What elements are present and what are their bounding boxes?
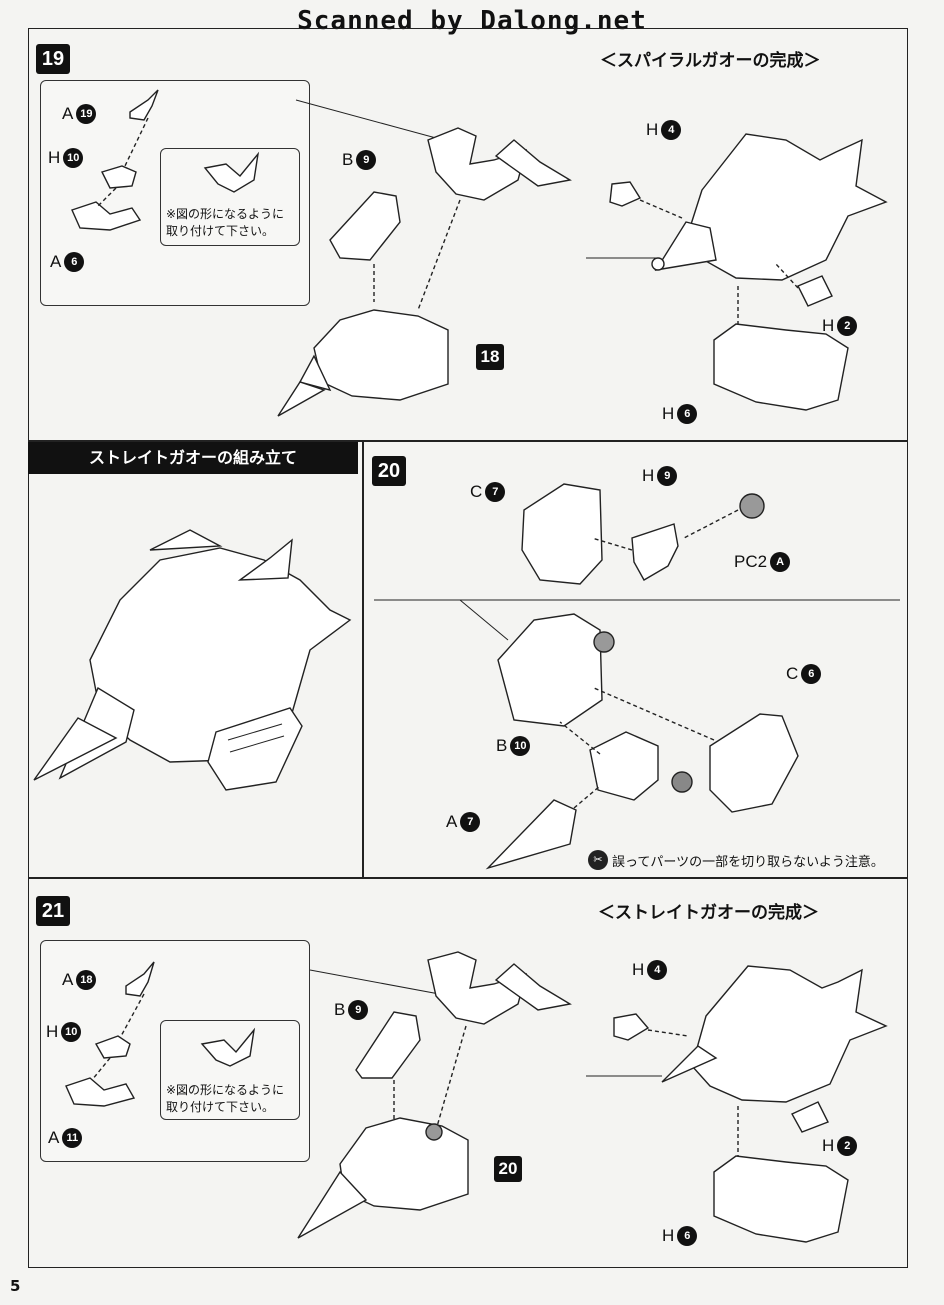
caution-cut-icon: ✂ — [588, 850, 608, 870]
page-number: 5 — [10, 1277, 21, 1295]
step-21-panel — [28, 878, 908, 1268]
straight-gao-assembly-banner: ストレイトガオーの組み立て — [28, 442, 358, 474]
step-21-main-assembly-drawing — [297, 951, 572, 1239]
step-19-panel — [28, 28, 908, 442]
spiral-gao-complete-title: ＜スパイラルガオーの完成＞ — [600, 51, 821, 71]
step-20-panel — [362, 440, 908, 878]
step-21-inset-parts-drawing — [65, 961, 256, 1107]
step-21-callout-lines — [309, 969, 451, 997]
straight-gao-complete-drawing — [586, 965, 888, 1243]
step-20-label: 20 — [372, 456, 406, 486]
step-21-orientation-note: ※図の形になるように取り付けて下さい。 — [166, 1083, 285, 1114]
step-20-caution: ✂ 誤ってパーツの一部を切り取らないよう注意。 — [588, 850, 884, 870]
ref-step-18: 18 — [476, 344, 504, 370]
straight-gao-complete-title: ＜ストレイトガオーの完成＞ — [598, 903, 819, 923]
step-19-inset-parts-drawing — [71, 89, 260, 231]
ref-step-20: 20 — [494, 1156, 522, 1182]
step-19-orientation-note: ※図の形になるように取り付けて下さい。 — [166, 207, 285, 238]
step-21-label: 21 — [36, 896, 70, 926]
step-19-main-assembly-drawing — [277, 127, 572, 417]
spiral-gao-complete-drawing — [586, 133, 888, 411]
step-19-orientation-inset — [160, 148, 300, 246]
scan-credit: Scanned by Dalong.net — [297, 6, 647, 36]
step-21-orientation-inset — [160, 1020, 300, 1120]
step-19-callout-lines — [295, 99, 437, 139]
straight-gao-illustration-panel — [28, 440, 364, 878]
straight-gao-overview-drawing — [33, 529, 352, 791]
step-20-assembly-drawing — [374, 483, 900, 870]
step-19-label: 19 — [36, 44, 70, 74]
